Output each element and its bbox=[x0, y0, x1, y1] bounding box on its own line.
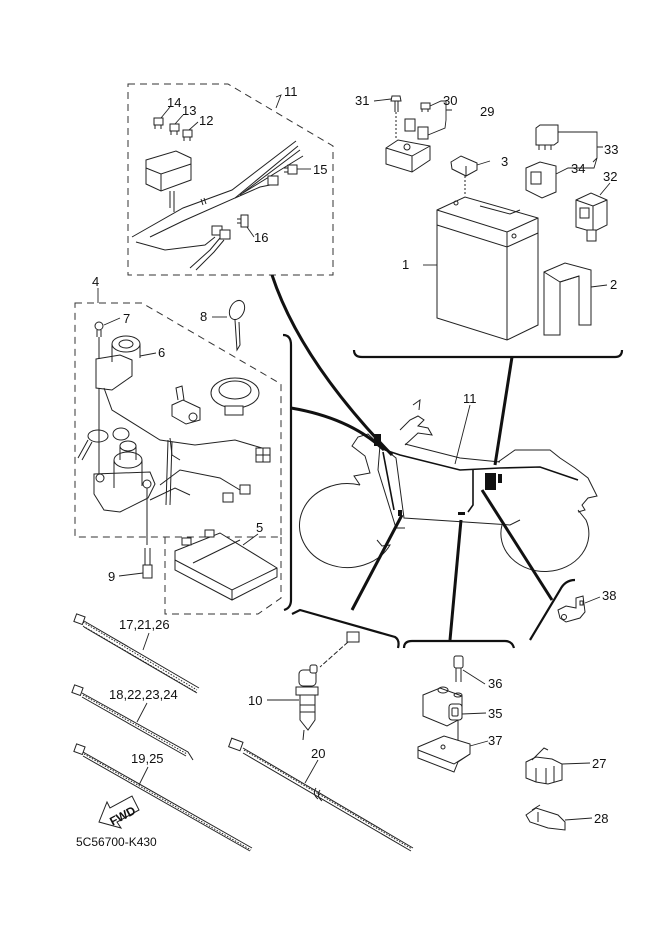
cable-tie-18-22-23-24 bbox=[71, 684, 194, 761]
ecu-5 bbox=[174, 529, 278, 601]
bracket-37 bbox=[417, 735, 471, 773]
screw-36 bbox=[453, 655, 464, 752]
leader-11-bike bbox=[454, 404, 471, 465]
battery-band-2 bbox=[543, 262, 592, 336]
relay-32 bbox=[575, 192, 608, 242]
callout-33: 33 bbox=[604, 142, 618, 157]
callout-28: 28 bbox=[594, 811, 608, 826]
callout-1: 1 bbox=[402, 257, 409, 272]
bike-harness-11 bbox=[375, 437, 579, 481]
callout-7: 7 bbox=[123, 311, 130, 326]
callout-38: 38 bbox=[602, 588, 616, 603]
fuel-cap bbox=[210, 377, 260, 416]
key-8 bbox=[228, 299, 246, 352]
callout-2: 2 bbox=[610, 277, 617, 292]
callout-18-22-23-24: 18,22,23,24 bbox=[109, 687, 178, 702]
callout-14: 14 bbox=[167, 95, 181, 110]
main-switch-group: 4 7 6 8 bbox=[74, 274, 282, 615]
starter-relay-29 bbox=[385, 118, 431, 173]
bolt-9 bbox=[142, 548, 153, 579]
callout-5: 5 bbox=[256, 520, 263, 535]
relay-33 bbox=[535, 124, 559, 150]
connector-15 bbox=[284, 164, 298, 175]
cable-tie-19-25 bbox=[73, 743, 253, 852]
callout-32: 32 bbox=[603, 169, 617, 184]
callout-9: 9 bbox=[108, 569, 115, 584]
sensor-group-bracket bbox=[402, 639, 516, 649]
connector-block bbox=[485, 473, 496, 490]
harness-connector-box bbox=[145, 150, 192, 192]
forward-arrow-icon: FWD bbox=[98, 795, 140, 829]
leader-11 bbox=[275, 94, 282, 109]
switch-harness bbox=[103, 387, 271, 506]
bracket-38 bbox=[557, 595, 586, 623]
fuse-13 bbox=[169, 123, 180, 135]
front-wheel bbox=[299, 483, 391, 569]
clamp-28 bbox=[525, 804, 566, 831]
relay-socket-34 bbox=[525, 161, 557, 199]
battery-1 bbox=[436, 196, 539, 341]
callout-27: 27 bbox=[592, 756, 606, 771]
fuse-14 bbox=[153, 117, 164, 129]
sensor-10 bbox=[295, 631, 360, 741]
connector bbox=[219, 229, 231, 240]
connector bbox=[267, 175, 279, 186]
callout-30: 30 bbox=[443, 93, 457, 108]
bracket-38-border bbox=[529, 578, 576, 641]
sensor-35 bbox=[422, 686, 463, 727]
callout-12: 12 bbox=[199, 113, 213, 128]
cable-tie-20 bbox=[228, 737, 414, 852]
connector bbox=[222, 492, 234, 503]
callout-3: 3 bbox=[501, 154, 508, 169]
battery-relay-group: 31 30 29 3 33 34 32 1 2 bbox=[352, 93, 624, 359]
battery-group-bracket bbox=[352, 349, 624, 359]
callout-6: 6 bbox=[158, 345, 165, 360]
connector bbox=[239, 484, 251, 495]
motorcycle-overview: 11 bbox=[270, 274, 598, 641]
sensor-bracket-left bbox=[291, 608, 400, 649]
connector-16 bbox=[237, 214, 249, 228]
fuse-12 bbox=[182, 129, 193, 141]
callout-34: 34 bbox=[571, 161, 585, 176]
lock-6 bbox=[95, 335, 141, 391]
cable-tie-17-21-26 bbox=[73, 613, 200, 694]
callout-37: 37 bbox=[488, 733, 502, 748]
callout-13: 13 bbox=[182, 103, 196, 118]
connector-block bbox=[458, 512, 465, 515]
connector-block bbox=[498, 474, 502, 483]
main-switch-group-border bbox=[74, 302, 282, 538]
left-group-bracket bbox=[282, 333, 293, 612]
callout-20: 20 bbox=[311, 746, 325, 761]
callout-19-25: 19,25 bbox=[131, 751, 164, 766]
callout-11-bike: 11 bbox=[463, 391, 477, 406]
callout-16: 16 bbox=[254, 230, 268, 245]
callout-15: 15 bbox=[313, 162, 327, 177]
callout-31: 31 bbox=[355, 93, 369, 108]
fuse-30 bbox=[420, 102, 431, 112]
callout-8: 8 bbox=[200, 309, 207, 324]
callout-4: 4 bbox=[92, 274, 99, 289]
wire-harness-group: 11 14 13 12 15 16 bbox=[127, 83, 334, 276]
callout-11: 11 bbox=[284, 84, 298, 99]
callout-36: 36 bbox=[488, 676, 502, 691]
callout-29: 29 bbox=[480, 104, 494, 119]
battery-cover-3 bbox=[450, 155, 478, 195]
connector-block bbox=[398, 510, 402, 516]
rear-wheel bbox=[500, 509, 590, 572]
callout-35: 35 bbox=[488, 706, 502, 721]
screw-7 bbox=[94, 321, 104, 475]
wire-harness-11 bbox=[131, 140, 304, 271]
callout-10: 10 bbox=[248, 693, 262, 708]
clamp-27 bbox=[525, 747, 563, 785]
seat-lock bbox=[171, 385, 201, 425]
callout-17-21-26: 17,21,26 bbox=[119, 617, 170, 632]
main-switch bbox=[77, 427, 156, 545]
bolt-31 bbox=[390, 95, 402, 140]
diagram-code: 5C56700-K430 bbox=[76, 835, 157, 849]
